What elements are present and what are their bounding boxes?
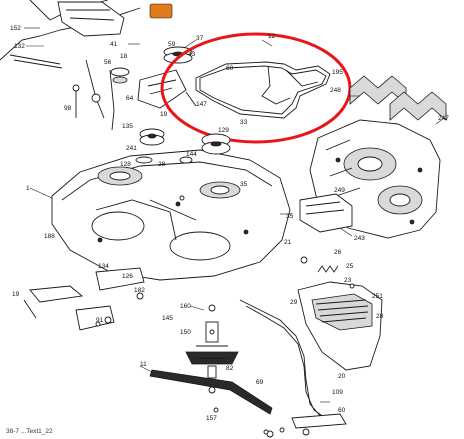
cable-assembly [0,0,141,131]
label-248: 248 [330,87,341,94]
figure-caption: 38-7 ...Text1_22 [6,428,53,435]
label-28b: 28 [376,313,384,320]
label-150: 150 [180,329,191,336]
label-37: 37 [196,35,204,42]
label-18: 18 [120,53,128,60]
blade [149,369,273,415]
label-26: 26 [334,249,342,256]
small-hardware [95,195,355,435]
label-135: 135 [122,123,133,130]
label-129: 129 [218,127,229,134]
label-128: 128 [120,161,131,168]
label-59: 59 [168,41,176,48]
label-126: 126 [122,273,133,280]
label-29: 29 [290,299,298,306]
label-25: 25 [346,263,354,270]
label-251: 251 [372,293,383,300]
label-160: 160 [180,303,191,310]
discharge-chute [297,281,383,371]
label-1: 1 [26,185,30,192]
label-82: 82 [226,365,234,372]
label-64: 64 [126,95,134,102]
label-132: 132 [14,43,25,50]
label-11: 11 [140,361,147,368]
label-152: 152 [10,25,21,32]
label-182: 182 [134,287,145,294]
lower-left-brackets [23,267,145,331]
leader-lines [24,27,445,403]
label-20: 20 [338,373,346,380]
label-144: 144 [186,151,197,158]
label-195: 195 [332,69,343,76]
spindle-assembly [185,304,239,379]
label-19: 19 [160,111,168,118]
label-145: 145 [162,315,173,322]
side-bracket [299,193,353,233]
drive-belt [195,61,331,119]
label-19b: 19 [12,291,20,298]
deck-pulleys [135,128,231,164]
label-41: 41 [110,41,118,48]
label-21: 21 [284,239,292,246]
label-98: 98 [64,105,72,112]
zigzag-brackets [349,75,447,121]
label-33: 33 [240,119,248,126]
label-35b: 35 [286,213,294,220]
label-69: 69 [256,379,264,386]
label-243: 243 [354,235,365,242]
orange-marker [149,3,173,19]
label-147: 147 [196,101,207,108]
label-12: 12 [268,33,276,40]
label-249: 249 [334,187,345,194]
label-188: 188 [44,233,55,240]
mower-deck [51,149,291,281]
label-109: 109 [332,389,343,396]
label-56: 56 [104,59,112,66]
label-60: 60 [226,65,234,72]
part-labels: 152 132 41 18 56 59 43 37 12 60 195 248 … [10,25,449,422]
label-23: 23 [344,277,352,284]
label-43: 43 [188,51,196,58]
label-157: 157 [206,415,217,422]
label-91: 91 [96,317,104,324]
label-241: 241 [126,145,137,152]
label-35: 35 [240,181,248,188]
label-28: 28 [158,161,166,168]
label-247: 247 [438,115,449,122]
label-134: 134 [98,263,109,270]
label-60b: 60 [338,407,346,414]
